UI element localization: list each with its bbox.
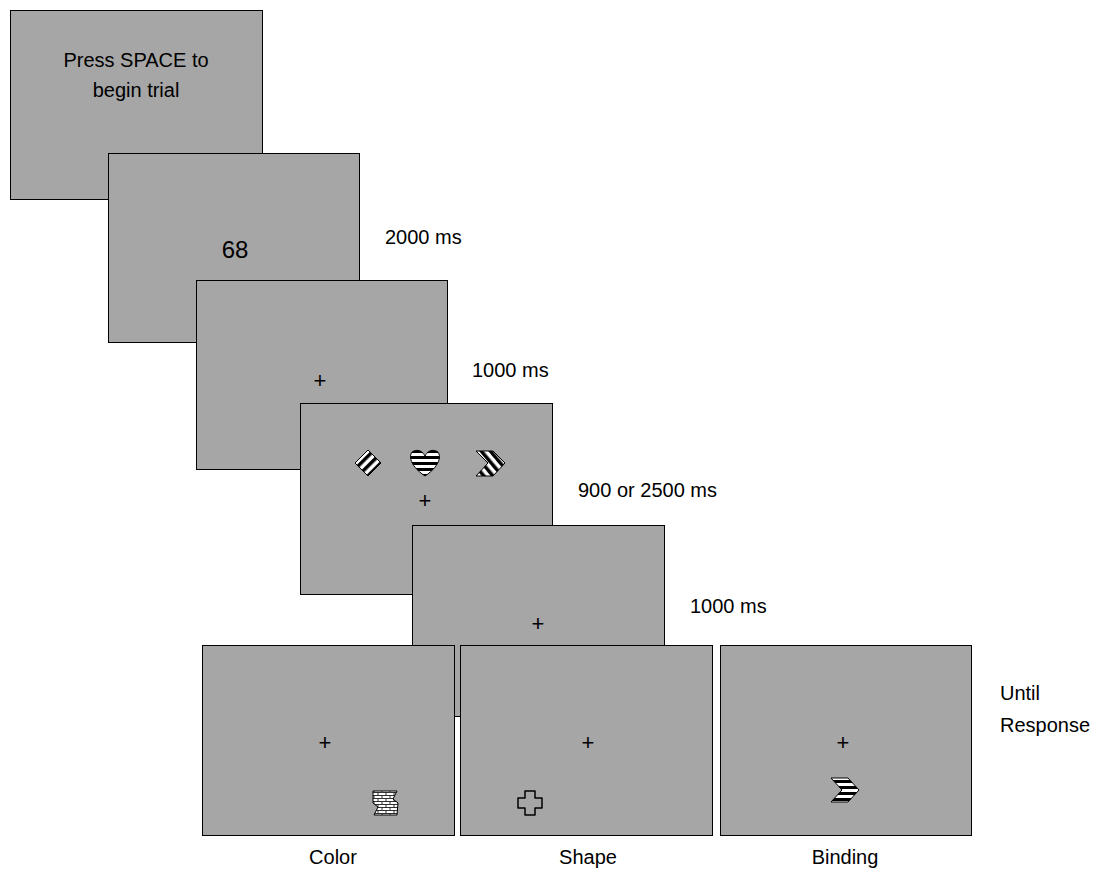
screen-text: +	[582, 726, 595, 759]
timing-label: Until Response	[1000, 677, 1090, 741]
screen-text: +	[837, 726, 850, 759]
diamond-stimulus	[355, 450, 381, 476]
screen-text: +	[419, 484, 432, 517]
condition-label: Shape	[559, 842, 617, 872]
screen-text: +	[532, 607, 545, 640]
screen-text: +	[314, 364, 327, 397]
condition-label: Color	[309, 842, 357, 872]
probe-screen: +Color	[202, 645, 455, 836]
condition-label: Binding	[812, 842, 879, 872]
timing-label: 2000 ms	[385, 221, 462, 253]
binding-probe	[831, 778, 859, 802]
screen-text: Press SPACE to begin trial	[46, 45, 226, 105]
screen-text: 68	[222, 232, 249, 268]
timing-label: 1000 ms	[690, 590, 767, 622]
heart-stimulus	[411, 450, 440, 476]
timing-label: 900 or 2500 ms	[578, 474, 717, 506]
screen-text: +	[319, 726, 332, 759]
shape-probe	[518, 791, 542, 815]
probe-screen: +Shape	[460, 645, 713, 836]
chevron-stimulus	[476, 451, 505, 476]
timing-label: 1000 ms	[472, 354, 549, 386]
probe-screen: +Binding	[720, 645, 972, 836]
color-probe	[373, 791, 398, 815]
